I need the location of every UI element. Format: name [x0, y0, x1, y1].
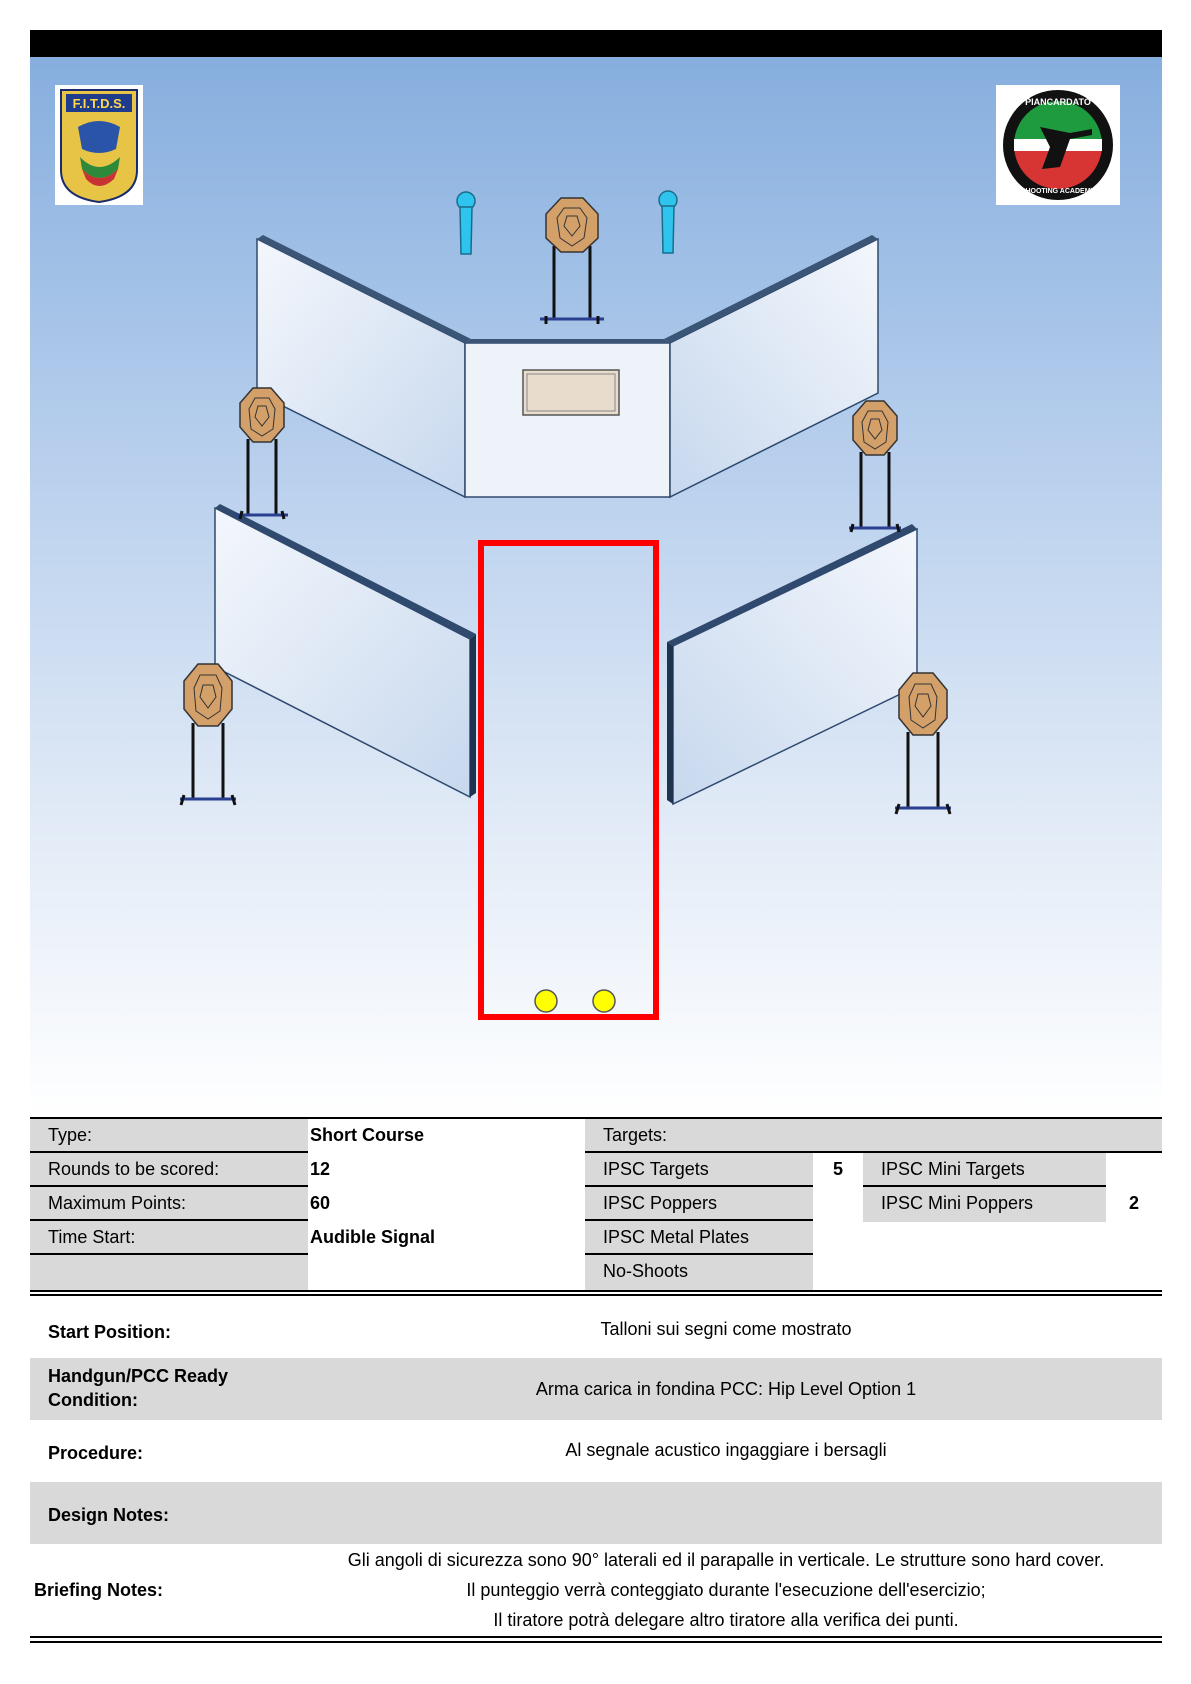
- mini-poppers-label: IPSC Mini Poppers: [881, 1193, 1034, 1213]
- briefing-line-2: Il punteggio verrà conteggiato durante l…: [466, 1580, 986, 1600]
- stage-diagram: F.I.T.D.S. PIANCARDATO SHOOTING ACADEMY: [30, 57, 1162, 1117]
- line: [585, 1253, 813, 1255]
- no-shoots-label: No-Shoots: [603, 1261, 689, 1281]
- line: [585, 1185, 813, 1187]
- max-points-label: Maximum Points:: [48, 1193, 187, 1213]
- ipsc-poppers-label: IPSC Poppers: [603, 1193, 718, 1213]
- wall-front-left: [214, 504, 476, 799]
- ipsc-target-left-upper: [236, 387, 288, 520]
- fitds-logo-text: F.I.T.D.S.: [73, 96, 126, 111]
- mini-poppers-value: 2: [1128, 1193, 1139, 1213]
- briefing-notes-label: Briefing Notes:: [34, 1580, 164, 1600]
- start-marker-left: [534, 989, 558, 1013]
- stage-drawing: F.I.T.D.S. PIANCARDATO SHOOTING ACADEMY: [55, 85, 1120, 1020]
- ipsc-target-right-lower: [894, 672, 952, 815]
- ipsc-target-left-lower: [179, 663, 237, 806]
- rounds-label: Rounds to be scored:: [48, 1159, 220, 1179]
- details-top-line: [30, 1294, 1162, 1296]
- line: [863, 1185, 1106, 1187]
- targets-header-gray: [585, 1119, 1162, 1153]
- time-start-value: Audible Signal: [310, 1227, 436, 1247]
- procedure-value: Al segnale acustico ingaggiare i bersagl…: [565, 1440, 887, 1460]
- piancardato-logo-bottom-text: SHOOTING ACADEMY: [1021, 188, 1096, 195]
- time-start-label: Time Start:: [48, 1227, 136, 1247]
- details-bottom-line-2: [30, 1641, 1162, 1643]
- wall-back-right: [664, 235, 879, 499]
- max-points-value: 60: [310, 1193, 331, 1213]
- table-top-line: [30, 1117, 1162, 1119]
- briefing-line-1: Gli angoli di sicurezza sono 90° lateral…: [347, 1550, 1105, 1570]
- start-position-row: Start Position: Talloni sui segni come m…: [30, 1296, 1162, 1358]
- line: [30, 1151, 308, 1153]
- ipsc-target-right-upper: [849, 400, 901, 533]
- shooting-area: [478, 540, 659, 1020]
- no-shoot-panel: [522, 369, 620, 416]
- table-bottom-line: [30, 1290, 1162, 1292]
- details-bottom-line-1: [30, 1636, 1162, 1638]
- type-label: Type:: [48, 1125, 93, 1145]
- briefing-notes-row: Briefing Notes: Gli angoli di sicurezza …: [30, 1544, 1162, 1634]
- ready-condition-row: Handgun/PCC Ready Condition: Arma carica…: [30, 1358, 1162, 1420]
- left-gray-block: [30, 1119, 308, 1291]
- start-position-value: Talloni sui segni come mostrato: [600, 1319, 852, 1339]
- line: [30, 1185, 308, 1187]
- wall-front-right: [667, 524, 918, 806]
- wall-back-left: [256, 235, 471, 499]
- top-black-bar: [30, 30, 1162, 57]
- start-position-label: Start Position:: [48, 1322, 172, 1342]
- briefing-line-3: Il tiratore potrà delegare altro tirator…: [493, 1610, 959, 1630]
- line: [30, 1253, 308, 1255]
- design-notes-row: Design Notes:: [30, 1482, 1162, 1544]
- popper-left: [456, 191, 476, 255]
- mini-labels-gray: [863, 1153, 1106, 1222]
- type-value: Short Course: [310, 1125, 425, 1145]
- wall-back-center: [464, 339, 671, 498]
- piancardato-logo: PIANCARDATO SHOOTING ACADEMY: [996, 85, 1120, 205]
- target-labels-gray: [585, 1153, 813, 1291]
- ready-condition-label-line2: Condition:: [48, 1390, 138, 1410]
- ipsc-metal-plates-label: IPSC Metal Plates: [603, 1227, 750, 1247]
- line: [30, 1219, 308, 1221]
- stage-info-table: Type: Short Course Rounds to be scored: …: [30, 1117, 1162, 1292]
- ipsc-target-top: [540, 197, 604, 324]
- targets-label: Targets:: [603, 1125, 668, 1145]
- mini-targets-label: IPSC Mini Targets: [881, 1159, 1025, 1179]
- ready-condition-value: Arma carica in fondina PCC: Hip Level Op…: [535, 1379, 917, 1399]
- design-notes-label: Design Notes:: [48, 1505, 170, 1525]
- procedure-label: Procedure:: [48, 1443, 144, 1463]
- ipsc-targets-label: IPSC Targets: [603, 1159, 709, 1179]
- rounds-value: 12: [310, 1159, 331, 1179]
- line: [585, 1151, 1162, 1153]
- fitds-logo: F.I.T.D.S.: [55, 85, 143, 205]
- piancardato-logo-top-text: PIANCARDATO: [1025, 97, 1091, 107]
- line: [585, 1219, 813, 1221]
- start-marker-right: [592, 989, 616, 1013]
- popper-right: [658, 190, 678, 254]
- ready-condition-label-line1: Handgun/PCC Ready: [48, 1366, 229, 1386]
- ipsc-targets-value: 5: [832, 1159, 843, 1179]
- procedure-row: Procedure: Al segnale acustico ingaggiar…: [30, 1420, 1162, 1482]
